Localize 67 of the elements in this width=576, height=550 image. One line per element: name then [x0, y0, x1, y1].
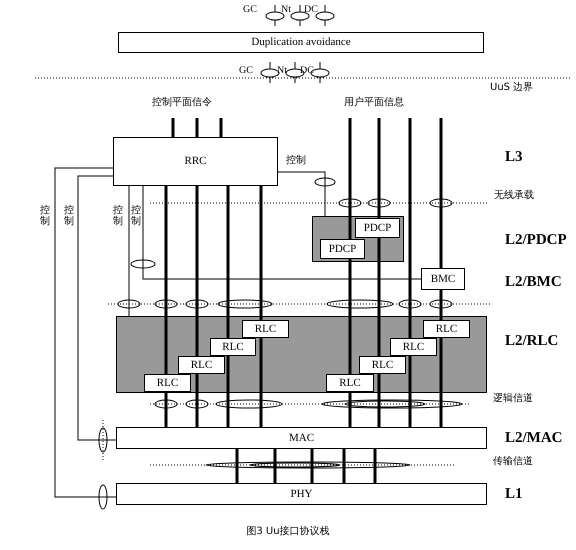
- channel-line: [260, 186, 262, 320]
- protocol-box: Duplication avoidance: [118, 32, 484, 53]
- control-line: [54, 168, 116, 498]
- channel-line: [440, 118, 442, 268]
- access-point-label: Nt: [281, 4, 291, 15]
- protocol-box: RRC: [113, 137, 278, 186]
- channel-line: [226, 356, 230, 427]
- channel-line: [196, 374, 198, 427]
- figure-caption: 图3 Uu接口协议栈: [245, 524, 331, 538]
- channel-line: [226, 186, 230, 338]
- access-point-label: Nt: [277, 65, 287, 76]
- protocol-box: PDCP: [355, 218, 400, 238]
- channel-line: [440, 338, 442, 427]
- channel-line: [164, 186, 168, 374]
- channel-line: [310, 449, 314, 483]
- channel-line: [236, 449, 238, 483]
- channel-line: [274, 449, 276, 483]
- channel-line: [348, 392, 352, 427]
- annotation-label: 逻辑信道: [493, 393, 533, 404]
- channel-line: [172, 118, 174, 137]
- channel-line: [348, 118, 352, 239]
- protocol-box: RLC: [178, 356, 225, 374]
- access-point-label: DC: [304, 4, 318, 15]
- channel-line: [220, 118, 222, 137]
- access-point-label: GC: [239, 65, 253, 76]
- annotation-label: 控制平面信令: [152, 97, 212, 108]
- layer-band: [116, 316, 487, 393]
- protocol-box: BMC: [421, 268, 465, 290]
- channel-line: [164, 392, 168, 427]
- protocol-box: RLC: [423, 320, 470, 338]
- annotation-label: UuS 边界: [490, 82, 534, 93]
- channel-line: [260, 338, 262, 427]
- edge-label: 控制: [286, 155, 306, 166]
- channel-line: [196, 118, 198, 137]
- protocol-box: RLC: [242, 320, 289, 338]
- annotation-label: 传输信道: [493, 456, 533, 467]
- edge-label: 控制: [113, 205, 123, 227]
- channel-line: [342, 449, 346, 483]
- access-point-label: DC: [300, 65, 314, 76]
- control-line: [78, 176, 116, 440]
- channel-line: [378, 118, 380, 218]
- channel-line: [408, 356, 412, 427]
- protocol-box: RLC: [144, 374, 191, 392]
- channel-line: [374, 449, 376, 483]
- channel-line: [196, 186, 198, 356]
- protocol-box: RLC: [390, 338, 437, 356]
- annotation-label: 用户平面信息: [344, 97, 404, 108]
- control-line: [278, 172, 326, 216]
- edge-label: 控制: [131, 205, 141, 227]
- channel-line: [378, 374, 380, 427]
- edge-label: 控制: [64, 205, 74, 227]
- control-line: [142, 186, 422, 280]
- protocol-box: RLC: [359, 356, 406, 374]
- edge-label: 控制: [40, 205, 50, 227]
- protocol-box: RLC: [210, 338, 256, 356]
- access-point-label: GC: [243, 4, 257, 15]
- protocol-box: MAC: [116, 427, 487, 449]
- protocol-box: PHY: [116, 483, 487, 505]
- control-line: [128, 186, 130, 316]
- channel-line: [348, 259, 352, 374]
- channel-line: [408, 118, 412, 338]
- channel-line: [440, 290, 442, 320]
- annotation-label: 无线承载: [494, 190, 534, 201]
- protocol-box: RLC: [326, 374, 374, 392]
- channel-line: [378, 238, 380, 356]
- layer-band: [312, 216, 404, 262]
- protocol-box: PDCP: [320, 239, 365, 259]
